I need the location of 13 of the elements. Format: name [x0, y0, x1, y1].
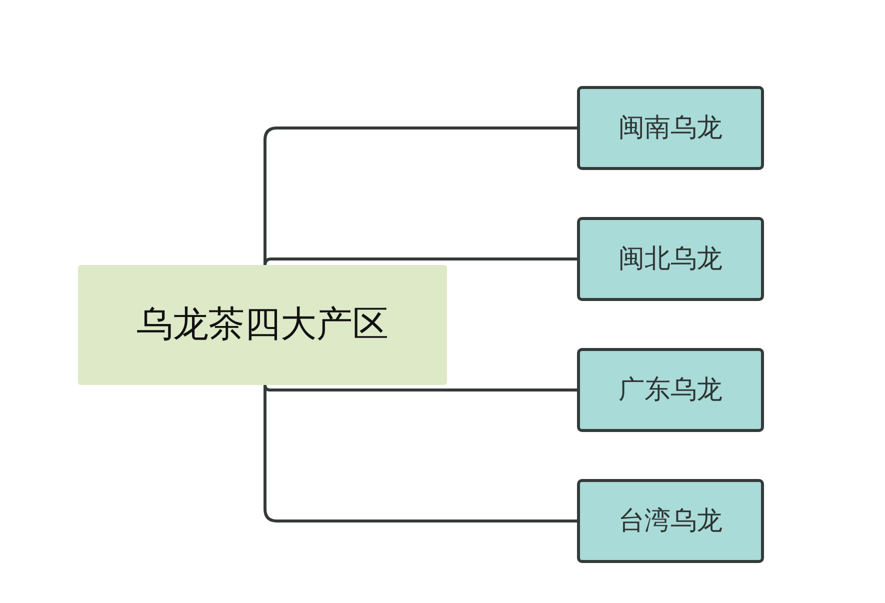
subtopic-box — [577, 348, 764, 432]
subtopic-box — [577, 217, 764, 301]
subtopic-box — [577, 479, 764, 563]
connector-line — [264, 384, 578, 392]
connector-line — [264, 258, 578, 266]
central-topic-text: 乌龙茶四大产区 — [136, 307, 388, 343]
central-topic-box — [78, 265, 447, 385]
subtopic-text: 广东乌龙 — [618, 377, 722, 403]
subtopic-text: 台湾乌龙 — [618, 508, 722, 534]
subtopic-box — [577, 86, 764, 170]
subtopic-text: 闽南乌龙 — [618, 115, 722, 141]
subtopic-text: 闽北乌龙 — [618, 246, 722, 272]
connector-line — [264, 384, 578, 522]
